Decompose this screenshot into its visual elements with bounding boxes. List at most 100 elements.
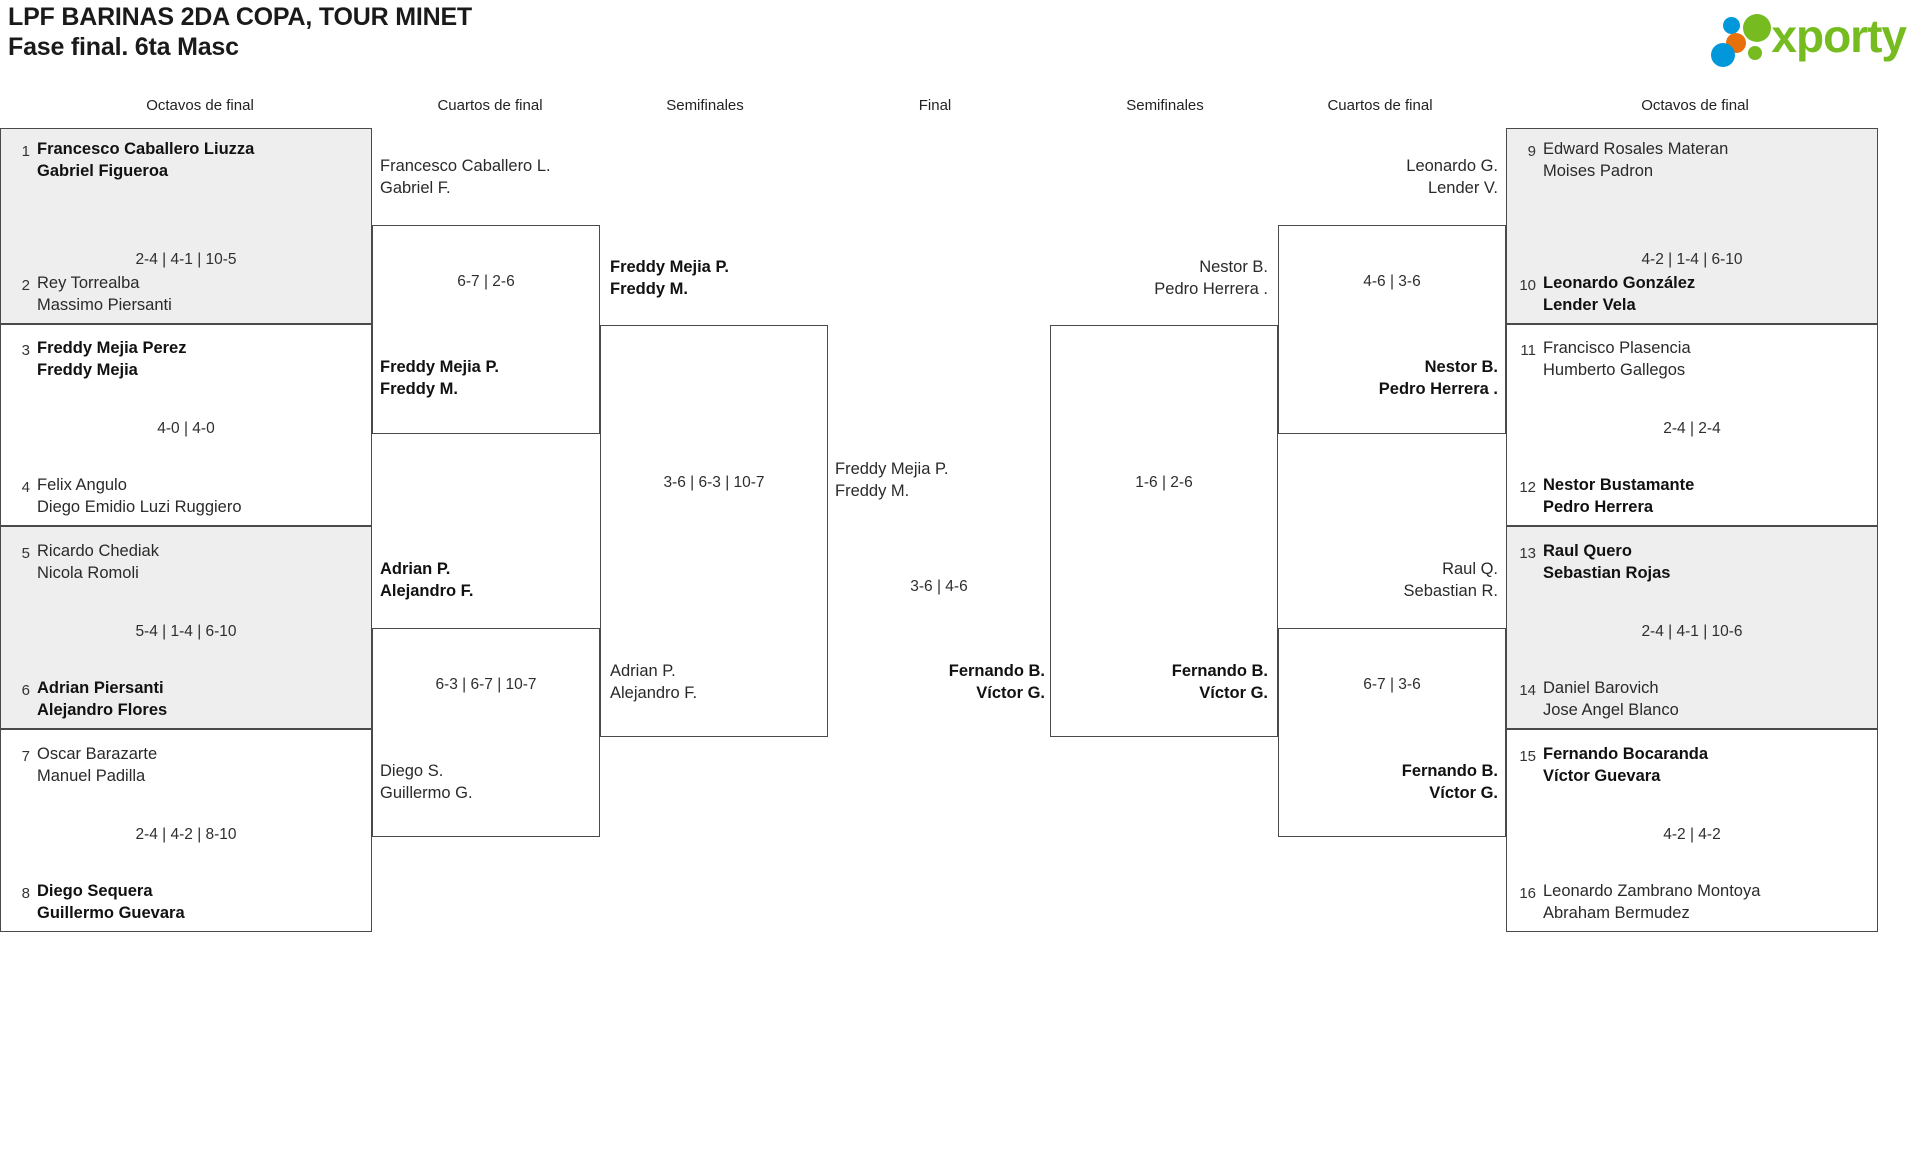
seed-number: 15 — [1519, 748, 1536, 765]
team-names: Leonardo Zambrano Montoya Abraham Bermud… — [1543, 880, 1760, 924]
entry-seed-16[interactable]: 16 Leonardo Zambrano Montoya Abraham Ber… — [1514, 880, 1760, 924]
match-box-left-octavos-3[interactable] — [0, 526, 372, 729]
round-header-left-semis: Semifinales — [666, 97, 744, 114]
player-line-2: Moises Padron — [1543, 162, 1654, 180]
player-line-2: Gabriel F. — [380, 179, 451, 197]
player-line-2: Freddy M. — [610, 280, 688, 298]
seed-number: 10 — [1519, 277, 1536, 294]
entry-seed-2[interactable]: 2 Rey Torrealba Massimo Piersanti — [8, 272, 172, 316]
entry-seed-9[interactable]: 9 Edward Rosales Materan Moises Padron — [1514, 138, 1729, 182]
score-left-octavos-2: 4-0 | 4-0 — [157, 420, 215, 437]
match-box-right-octavos-3[interactable] — [1506, 526, 1878, 729]
player-line-1: Edward Rosales Materan — [1543, 140, 1729, 158]
player-line-2: Sebastian R. — [1403, 582, 1498, 600]
xporty-logo[interactable]: xporty — [1703, 8, 1907, 67]
match-box-right-cuartos-1[interactable] — [1278, 225, 1506, 434]
score-left-octavos-4: 2-4 | 4-2 | 8-10 — [135, 826, 237, 843]
seed-number: 5 — [21, 545, 30, 562]
match-box-left-octavos-1[interactable] — [0, 128, 372, 324]
player-line-1: Francesco Caballero Liuzza — [37, 140, 255, 158]
team-left-semis-top: Freddy Mejia P. Freddy M. — [610, 256, 729, 300]
player-line-1: Raul Q. — [1442, 560, 1498, 578]
seed-number: 13 — [1519, 545, 1536, 562]
player-line-2: Abraham Bermudez — [1543, 904, 1690, 922]
player-line-2: Alejandro F. — [380, 582, 474, 600]
entry-seed-15[interactable]: 15 Fernando Bocaranda Víctor Guevara — [1514, 743, 1708, 787]
player-line-1: Felix Angulo — [37, 476, 127, 494]
team-left-cuartos-1-bottom: Freddy Mejia P. Freddy M. — [380, 356, 499, 400]
entry-seed-10[interactable]: 10 Leonardo González Lender Vela — [1514, 272, 1695, 316]
score-right-octavos-1: 4-2 | 1-4 | 6-10 — [1641, 251, 1743, 268]
score-right-octavos-2: 2-4 | 2-4 — [1663, 420, 1721, 437]
player-line-1: Leonardo Zambrano Montoya — [1543, 882, 1761, 900]
team-names: Francesco Caballero Liuzza Gabriel Figue… — [37, 138, 254, 182]
player-line-1: Francesco Caballero L. — [380, 157, 551, 175]
player-line-1: Fernando B. — [1171, 662, 1268, 680]
player-line-2: Humberto Gallegos — [1543, 361, 1686, 379]
match-box-right-semis-1[interactable] — [1050, 325, 1278, 737]
player-line-1: Nestor Bustamante — [1543, 476, 1695, 494]
player-line-2: Pedro Herrera . — [1378, 380, 1498, 398]
player-line-1: Daniel Barovich — [1543, 679, 1659, 697]
match-box-left-semis-1[interactable] — [600, 325, 828, 737]
player-line-1: Leonardo González — [1543, 274, 1696, 292]
team-names: Diego Sequera Guillermo Guevara — [37, 880, 185, 924]
match-box-right-octavos-2[interactable] — [1506, 324, 1878, 526]
match-box-right-octavos-1[interactable] — [1506, 128, 1878, 324]
logo-dot-green-large-icon — [1743, 14, 1772, 42]
score-left-cuartos-1: 6-7 | 2-6 — [457, 273, 515, 290]
team-right-semis-bottom: Fernando B. Víctor G. — [1050, 660, 1268, 704]
score-left-octavos-3: 5-4 | 1-4 | 6-10 — [135, 623, 237, 640]
round-header-right-cuartos: Cuartos de final — [1327, 97, 1433, 114]
team-right-cuartos-1-top: Leonardo G. Lender V. — [1278, 155, 1498, 199]
entry-seed-13[interactable]: 13 Raul Quero Sebastian Rojas — [1514, 540, 1670, 584]
player-line-1: Francisco Plasencia — [1543, 339, 1691, 357]
player-line-1: Freddy Mejia Perez — [37, 339, 187, 357]
match-box-right-octavos-4[interactable] — [1506, 729, 1878, 932]
seed-number: 12 — [1519, 479, 1536, 496]
player-line-2: Manuel Padilla — [37, 767, 146, 785]
player-line-2: Víctor G. — [1199, 684, 1268, 702]
entry-seed-1[interactable]: 1 Francesco Caballero Liuzza Gabriel Fig… — [8, 138, 255, 182]
player-line-2: Freddy Mejia — [37, 361, 138, 379]
match-box-left-cuartos-2[interactable] — [372, 628, 600, 837]
player-line-1: Nestor B. — [1199, 258, 1268, 276]
entry-seed-5[interactable]: 5 Ricardo Chediak Nicola Romoli — [8, 540, 159, 584]
entry-seed-3[interactable]: 3 Freddy Mejia Perez Freddy Mejia — [8, 337, 187, 381]
seed-number: 14 — [1519, 682, 1536, 699]
team-left-cuartos-2-bottom: Diego S. Guillermo G. — [380, 760, 473, 804]
entry-seed-4[interactable]: 4 Felix Angulo Diego Emidio Luzi Ruggier… — [8, 474, 242, 518]
team-names: Ricardo Chediak Nicola Romoli — [37, 540, 159, 584]
entry-seed-7[interactable]: 7 Oscar Barazarte Manuel Padilla — [8, 743, 157, 787]
entry-seed-12[interactable]: 12 Nestor Bustamante Pedro Herrera — [1514, 474, 1694, 518]
logo-dot-green-small-icon — [1748, 46, 1763, 60]
match-box-right-cuartos-2[interactable] — [1278, 628, 1506, 837]
logo-dot-blue-large-icon — [1711, 43, 1736, 67]
player-line-1: Rey Torrealba — [37, 274, 140, 292]
player-line-2: Guillermo Guevara — [37, 904, 185, 922]
score-right-semis-1: 1-6 | 2-6 — [1135, 474, 1193, 491]
player-line-1: Fernando B. — [948, 662, 1045, 680]
team-names: Oscar Barazarte Manuel Padilla — [37, 743, 157, 787]
entry-seed-14[interactable]: 14 Daniel Barovich Jose Angel Blanco — [1514, 677, 1678, 721]
player-line-1: Fernando B. — [1401, 762, 1498, 780]
team-names: Rey Torrealba Massimo Piersanti — [37, 272, 172, 316]
entry-seed-6[interactable]: 6 Adrian Piersanti Alejandro Flores — [8, 677, 168, 721]
player-line-2: Lender V. — [1427, 179, 1498, 197]
team-names: Felix Angulo Diego Emidio Luzi Ruggiero — [37, 474, 242, 518]
entry-seed-8[interactable]: 8 Diego Sequera Guillermo Guevara — [8, 880, 185, 924]
entry-seed-11[interactable]: 11 Francisco Plasencia Humberto Gallegos — [1514, 337, 1691, 381]
seed-number: 8 — [21, 885, 30, 902]
seed-number: 2 — [21, 277, 30, 294]
match-box-left-cuartos-1[interactable] — [372, 225, 600, 434]
player-line-2: Víctor G. — [1429, 784, 1498, 802]
round-header-right-semis: Semifinales — [1126, 97, 1204, 114]
team-names: Edward Rosales Materan Moises Padron — [1543, 138, 1728, 182]
player-line-2: Massimo Piersanti — [37, 296, 172, 314]
match-box-left-octavos-4[interactable] — [0, 729, 372, 932]
match-box-left-octavos-2[interactable] — [0, 324, 372, 526]
score-right-octavos-4: 4-2 | 4-2 — [1663, 826, 1721, 843]
player-line-1: Oscar Barazarte — [37, 745, 158, 763]
team-left-cuartos-2-top: Adrian P. Alejandro F. — [380, 558, 474, 602]
player-line-2: Lender Vela — [1543, 296, 1636, 314]
